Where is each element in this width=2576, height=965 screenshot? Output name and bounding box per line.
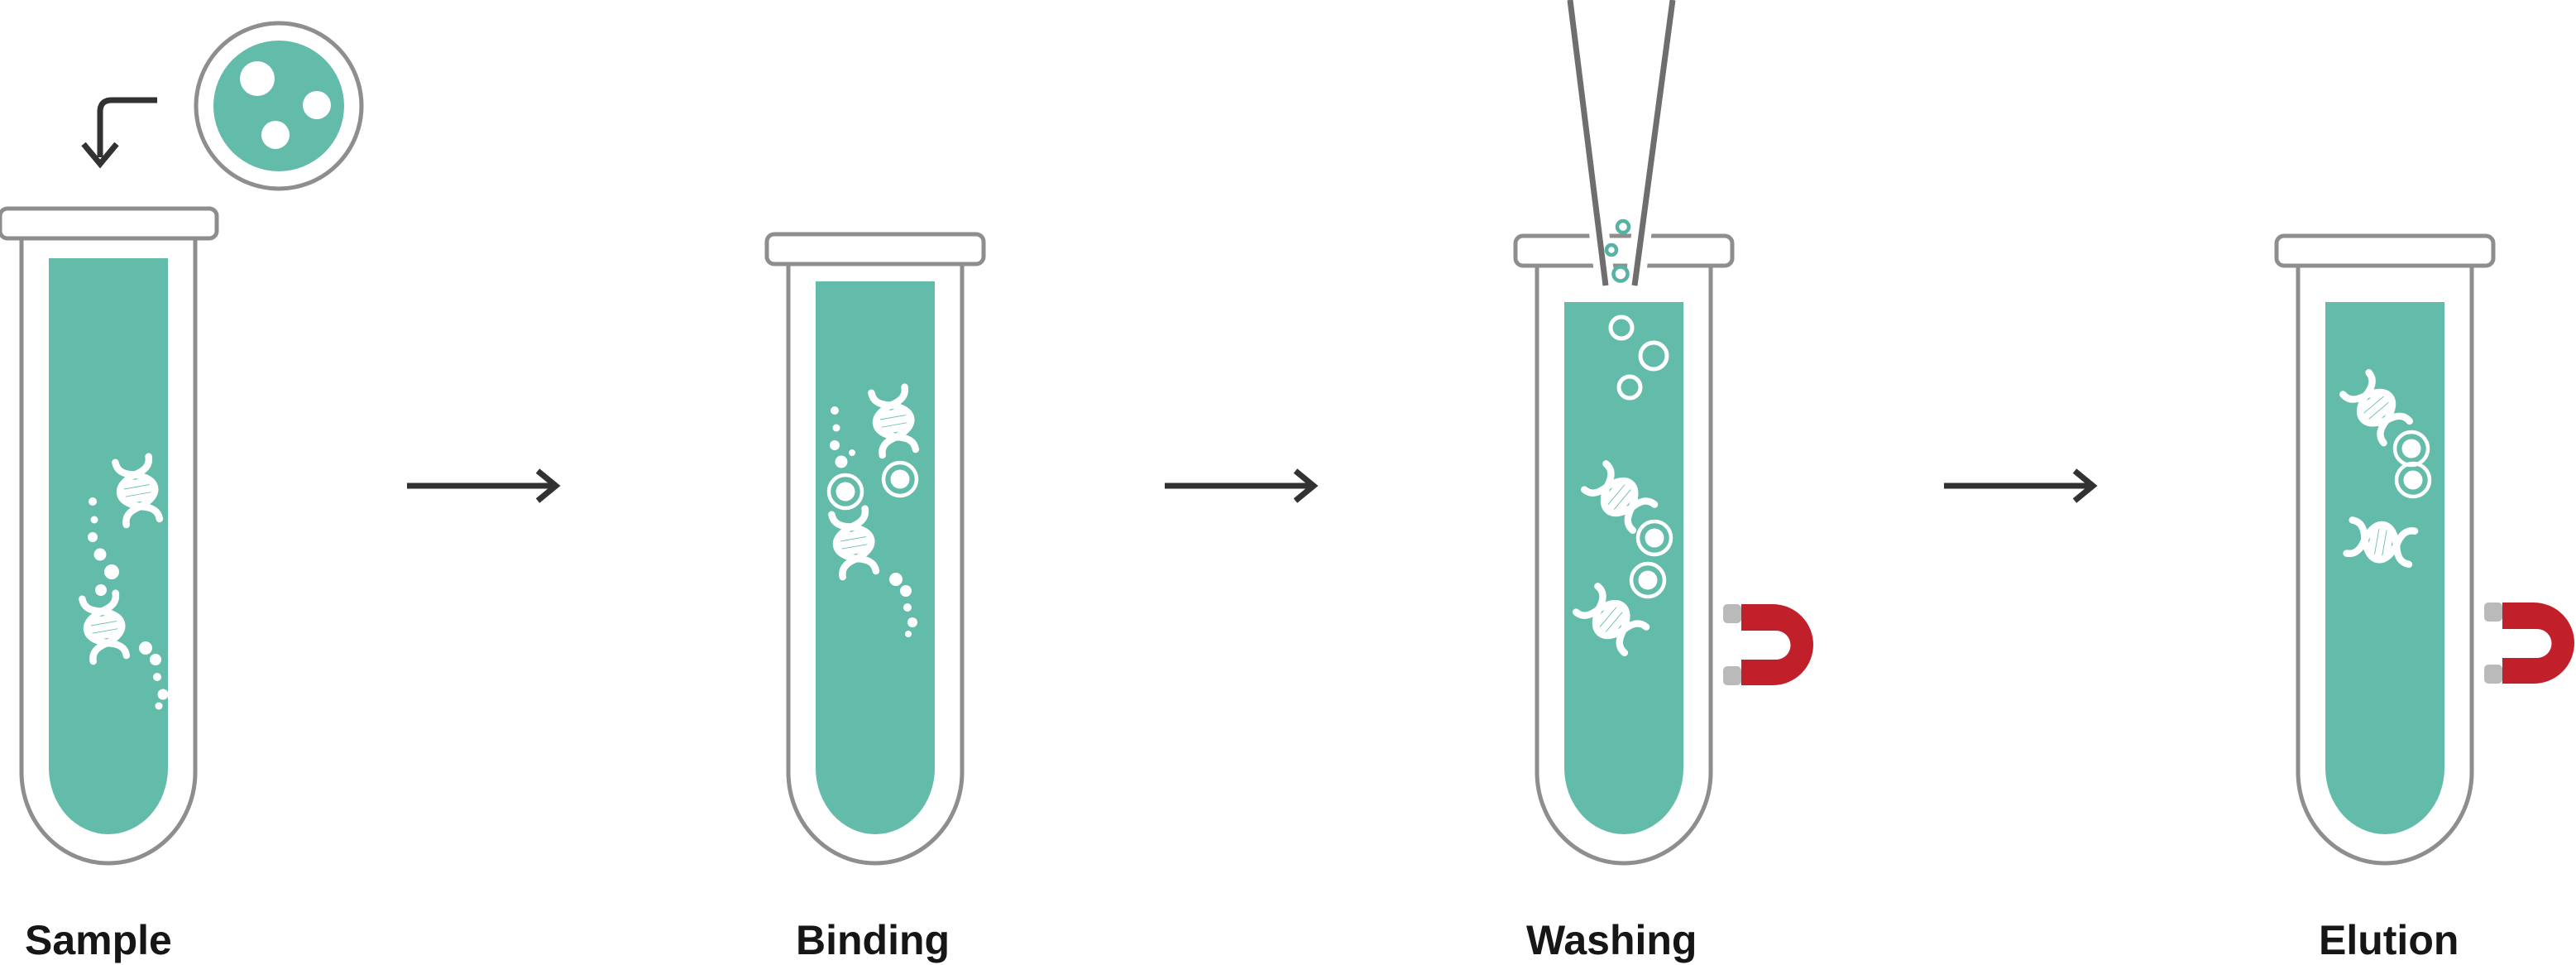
flow-arrow [407, 468, 561, 503]
step-sample: Sample [0, 21, 364, 963]
tube-liquid [1564, 302, 1683, 834]
step-binding: Binding [764, 232, 986, 963]
beads-closeup-circle [194, 21, 364, 191]
debris-dots [88, 497, 169, 710]
tube-liquid [816, 281, 935, 834]
flow-arrow [1944, 468, 2098, 503]
step-label-binding: Binding [796, 917, 950, 963]
inlet-arrow-icon [81, 97, 157, 169]
debris-dots [830, 406, 917, 637]
step-elution: Elution [2274, 233, 2574, 963]
magnet-icon [2484, 603, 2574, 684]
flow-arrow [1165, 468, 1319, 503]
step-label-elution: Elution [2319, 917, 2459, 963]
magnet-icon [1723, 604, 1813, 685]
step-label-sample: Sample [25, 917, 172, 963]
wash-bubbles [1608, 314, 1669, 401]
tube-liquid [2325, 302, 2444, 834]
droplet-bubbles [1604, 218, 1631, 283]
step-washing: Washing [1513, 0, 1813, 963]
tube-cap [2274, 233, 2496, 268]
tube-cap [1513, 233, 1735, 268]
tube-cap [0, 206, 219, 241]
pipette-tip-icon [1560, 0, 1683, 287]
step-label-washing: Washing [1526, 917, 1697, 963]
tube-cap [764, 232, 986, 266]
bead-dot [240, 61, 331, 149]
tube-liquid [49, 258, 168, 834]
